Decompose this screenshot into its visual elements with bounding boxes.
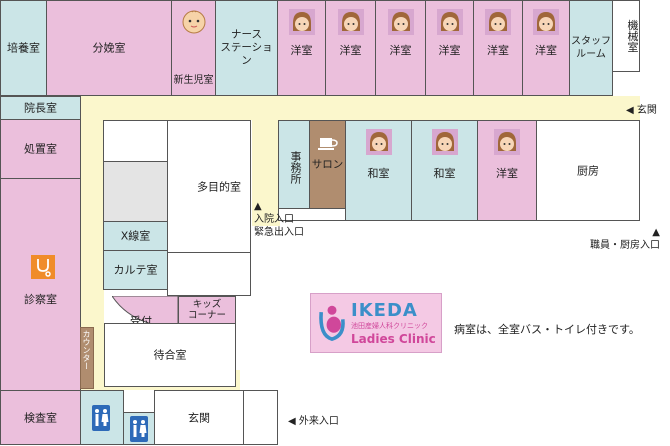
room-chubou: 厨房 bbox=[536, 120, 640, 221]
room-storage bbox=[103, 161, 168, 222]
logo-en-text: Ladies Clinic bbox=[351, 332, 436, 346]
room-label: 新生児室 bbox=[173, 75, 214, 86]
room-kensashitsu: 検査室 bbox=[0, 390, 81, 445]
room-label: 培養室 bbox=[7, 41, 40, 55]
room-nurse-station: ナース ステーション bbox=[215, 0, 278, 96]
room-label: 厨房 bbox=[577, 164, 599, 177]
corridor-top bbox=[0, 96, 640, 120]
room-label: 洋室 bbox=[339, 44, 362, 57]
room-youshitsu-2: 洋室 bbox=[325, 0, 376, 96]
room-label: 洋室 bbox=[438, 44, 461, 57]
room-label: 検査室 bbox=[24, 411, 57, 424]
room-label: 事務所 bbox=[289, 151, 302, 184]
restroom-icon bbox=[92, 405, 110, 431]
baby-icon bbox=[182, 10, 205, 34]
room-bunbenshitsu: 分娩室 bbox=[46, 0, 172, 96]
room-label: 診察室 bbox=[24, 293, 57, 306]
room-washitsu-2: 和室 bbox=[411, 120, 478, 221]
nurse-icon bbox=[337, 9, 364, 35]
room-machiai: 待合室 bbox=[104, 323, 236, 387]
room-label: サロン bbox=[311, 158, 344, 170]
room-label: 和室 bbox=[433, 167, 456, 180]
entrance-genkan-label: ◀ 玄関 bbox=[626, 105, 657, 116]
room-youshitsu-4: 洋室 bbox=[425, 0, 474, 96]
note-text: 病室は、全室バス・トイレ付きです。 bbox=[454, 323, 640, 336]
nurse-icon bbox=[533, 9, 559, 35]
room-shinsatsushitsu: 診察室 bbox=[0, 178, 81, 391]
room-inchoushitsu: 院長室 bbox=[0, 96, 81, 120]
nurse-icon bbox=[288, 9, 315, 35]
room-label: 洋室 bbox=[535, 44, 557, 57]
stethoscope-icon bbox=[31, 255, 55, 279]
counter-label: カウンター bbox=[82, 330, 91, 370]
room-genkan: 玄関 bbox=[154, 390, 244, 445]
room-wc-bottom bbox=[80, 390, 124, 445]
nurse-icon bbox=[387, 9, 414, 35]
room-tamokuteki: 多目的室 bbox=[167, 120, 251, 253]
room-youshitsu-5: 洋室 bbox=[473, 0, 523, 96]
room-label: 玄関 bbox=[188, 411, 210, 424]
corridor-right bbox=[252, 96, 280, 226]
room-kids-corner: キッズ コーナー bbox=[178, 296, 236, 324]
room-label: 洋室 bbox=[290, 44, 313, 57]
wall-block-upper bbox=[103, 120, 168, 162]
room-label: 多目的室 bbox=[197, 180, 241, 193]
room-washitsu-1: 和室 bbox=[345, 120, 412, 221]
room-label: 機械室 bbox=[626, 19, 639, 53]
room-label: キッズ コーナー bbox=[187, 299, 226, 321]
room-label: 分娩室 bbox=[92, 41, 126, 55]
room-label: ナース ステーション bbox=[220, 28, 273, 67]
entrance-shokuin-label: ▲ 職員・厨房入口 bbox=[590, 227, 660, 251]
room-genkan-side bbox=[243, 390, 278, 445]
room-label: 院長室 bbox=[24, 101, 57, 115]
entrance-gairai-label: ◀ 外来入口 bbox=[288, 416, 339, 427]
room-kikaishitsu: 機械室 bbox=[612, 0, 640, 72]
logo-sub-text: 池田産婦人科クリニック bbox=[351, 322, 428, 330]
room-youshitsu-3: 洋室 bbox=[375, 0, 426, 96]
cup-icon bbox=[317, 135, 339, 151]
room-salon: サロン bbox=[309, 120, 346, 209]
counter: カウンター bbox=[80, 327, 94, 389]
logo-main-text: IKEDA bbox=[351, 300, 418, 321]
nurse-icon bbox=[365, 129, 392, 155]
nurse-icon bbox=[485, 9, 511, 35]
room-label: 和室 bbox=[367, 167, 390, 180]
room-youshitsu-1: 洋室 bbox=[277, 0, 326, 96]
room-shinseijishitsu: 新生児室 bbox=[171, 0, 216, 96]
room-wc-bottom-2 bbox=[123, 412, 155, 445]
room-karute: カルテ室 bbox=[103, 250, 168, 290]
room-label: スタッフ ルーム bbox=[571, 36, 611, 60]
room-label: X線室 bbox=[120, 229, 151, 243]
room-label: 洋室 bbox=[389, 44, 412, 57]
room-jimusho: 事務所 bbox=[278, 120, 310, 209]
room-label: 洋室 bbox=[487, 44, 509, 57]
room-side-small bbox=[167, 252, 251, 296]
room-youshitsu-7: 洋室 bbox=[477, 120, 537, 221]
nurse-icon bbox=[431, 129, 458, 155]
room-youshitsu-6: 洋室 bbox=[522, 0, 570, 96]
room-label: 待合室 bbox=[153, 348, 187, 362]
clinic-logo: IKEDA 池田産婦人科クリニック Ladies Clinic bbox=[310, 293, 442, 353]
room-staff-room: スタッフ ルーム bbox=[569, 0, 613, 96]
entrance-nyuin-label: ▲ 入院入口 緊急出入口 bbox=[254, 201, 304, 238]
room-baiyoushitsu: 培養室 bbox=[0, 0, 47, 96]
room-shochishitsu: 処置室 bbox=[0, 119, 81, 179]
nurse-icon bbox=[494, 129, 520, 155]
room-label: 処置室 bbox=[24, 142, 57, 156]
logo-mark-icon bbox=[319, 305, 345, 341]
nurse-icon bbox=[436, 9, 463, 35]
restroom-icon bbox=[130, 416, 148, 442]
room-label: 洋室 bbox=[496, 167, 518, 180]
room-xsen: X線室 bbox=[103, 221, 168, 251]
room-label: カルテ室 bbox=[113, 263, 158, 277]
